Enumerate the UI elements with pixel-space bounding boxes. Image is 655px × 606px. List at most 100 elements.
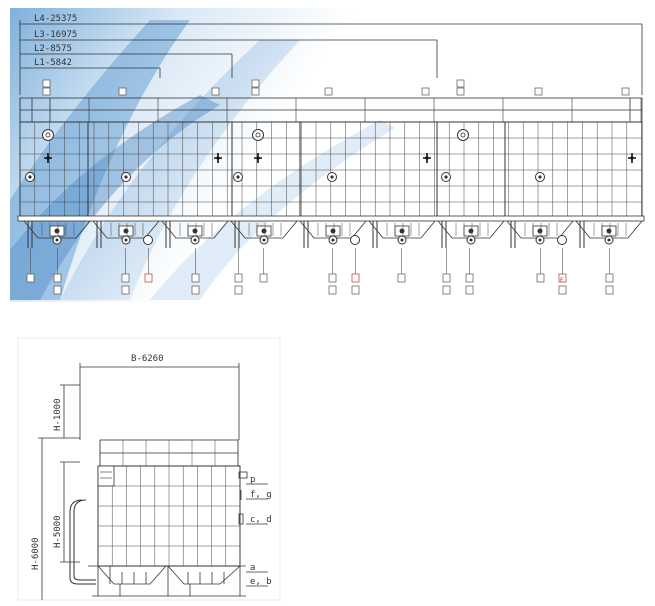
tag-box-secondary bbox=[442, 285, 451, 295]
inspection-port-symbol-inner bbox=[45, 132, 51, 138]
discharge-valve bbox=[606, 228, 612, 234]
hoppers bbox=[23, 220, 643, 248]
tag-box bbox=[259, 273, 268, 283]
discharge-outlet-dot bbox=[124, 238, 128, 242]
height-label-top: H-1000 bbox=[53, 398, 63, 431]
nozzle-symbol-dot bbox=[538, 175, 542, 179]
nozzle-symbol-dot bbox=[330, 175, 334, 179]
tag-box-secondary bbox=[328, 285, 337, 295]
right-markers bbox=[238, 471, 268, 587]
top-tag-box bbox=[621, 87, 630, 96]
marker-label-fg: f, g bbox=[250, 490, 272, 500]
tag-box bbox=[536, 273, 545, 283]
valve-symbol-center bbox=[630, 156, 634, 160]
bottom-rail bbox=[17, 215, 645, 222]
discharge-valve bbox=[537, 228, 543, 234]
top-tag-box bbox=[42, 87, 51, 96]
tag-box bbox=[234, 273, 243, 283]
height-label-body: H-5000 bbox=[53, 515, 63, 548]
inspection-port-symbol bbox=[457, 129, 469, 141]
dimension-label-l1: L1-5842 bbox=[34, 58, 72, 68]
discharge-outlet-dot bbox=[469, 238, 473, 242]
discharge-outlet-dot bbox=[262, 238, 266, 242]
dimension-label-l4: L4-25375 bbox=[34, 14, 77, 24]
top-view-panel: L4-25375 L3-16975 L2-8575 L1-5842 E bbox=[10, 8, 646, 302]
tag-box bbox=[397, 273, 406, 283]
valve-symbol-center bbox=[216, 156, 220, 160]
top-tag-box bbox=[211, 87, 220, 96]
tag-box-secondary bbox=[351, 285, 360, 295]
tag-box-secondary bbox=[53, 285, 62, 295]
top-tag-box bbox=[456, 79, 465, 88]
tag-box-secondary bbox=[234, 285, 243, 295]
discharge-valve bbox=[192, 228, 198, 234]
discharge-outlet-dot bbox=[607, 238, 611, 242]
discharge-outlet-dot bbox=[400, 238, 404, 242]
body-symbols bbox=[25, 129, 636, 182]
tag-box bbox=[351, 273, 360, 283]
dimension-lines bbox=[19, 20, 643, 95]
valve-symbol-center bbox=[425, 156, 429, 160]
nozzle-symbol-dot bbox=[124, 175, 128, 179]
valve-symbol-center bbox=[46, 156, 50, 160]
tag-box bbox=[328, 273, 337, 283]
tag-box-secondary bbox=[465, 285, 474, 295]
tag-box bbox=[605, 273, 614, 283]
inspection-port-symbol bbox=[252, 129, 264, 141]
dimension-label-l2: L2-8575 bbox=[34, 44, 72, 54]
inspection-port-symbol-inner bbox=[255, 132, 261, 138]
top-tag-boxes bbox=[42, 79, 630, 96]
discharge-outlet-dot bbox=[538, 238, 542, 242]
marker-label-a: a bbox=[250, 563, 255, 573]
tag-box-secondary bbox=[558, 285, 567, 295]
filter-body-grid bbox=[19, 122, 642, 218]
marker-label-cd: c, d bbox=[250, 515, 272, 525]
side-pipe bbox=[69, 499, 96, 585]
top-tag-box bbox=[118, 87, 127, 96]
nozzle-symbol-dot bbox=[444, 175, 448, 179]
tag-box bbox=[191, 273, 200, 283]
discharge-valve bbox=[330, 228, 336, 234]
top-tag-box bbox=[42, 79, 51, 88]
top-tag-box bbox=[324, 87, 333, 96]
tag-box bbox=[121, 273, 130, 283]
nozzle-symbol-dot bbox=[236, 175, 240, 179]
tag-box-secondary bbox=[121, 285, 130, 295]
side-body-grid bbox=[97, 466, 241, 566]
side-view-background bbox=[17, 337, 281, 601]
side-view-panel: B-6260 H-6000 H-5000 H-1000 bbox=[17, 337, 281, 601]
top-tag-box bbox=[534, 87, 543, 96]
top-tag-box bbox=[456, 87, 465, 96]
dimension-label-l3: L3-16975 bbox=[34, 30, 77, 40]
tag-box bbox=[442, 273, 451, 283]
discharge-valve bbox=[123, 228, 129, 234]
bypass-outlet bbox=[350, 235, 360, 245]
discharge-valve bbox=[399, 228, 405, 234]
top-tag-box bbox=[251, 79, 260, 88]
height-label-total: H-6000 bbox=[31, 537, 41, 570]
marker-label-eb: e, b bbox=[250, 577, 272, 587]
top-tag-box bbox=[251, 87, 260, 96]
bypass-outlet bbox=[557, 235, 567, 245]
tag-box-secondary bbox=[605, 285, 614, 295]
tag-box bbox=[144, 273, 153, 283]
tag-box bbox=[26, 273, 35, 283]
tag-box-secondary bbox=[191, 285, 200, 295]
tag-red-label: E bbox=[560, 277, 564, 284]
inspection-port-symbol-inner bbox=[460, 132, 466, 138]
width-dimension bbox=[79, 363, 240, 440]
discharge-valve bbox=[468, 228, 474, 234]
inspection-port-symbol bbox=[42, 129, 54, 141]
discharge-valve bbox=[261, 228, 267, 234]
inlet-box bbox=[97, 465, 115, 487]
discharge-outlet-dot bbox=[193, 238, 197, 242]
marker-label-p: p bbox=[250, 475, 255, 485]
nozzle-symbol-dot bbox=[28, 175, 32, 179]
swoosh-shape bbox=[10, 95, 220, 300]
header-dividers bbox=[19, 98, 642, 122]
discharge-outlet-dot bbox=[55, 238, 59, 242]
tag-box bbox=[465, 273, 474, 283]
discharge-valve bbox=[54, 228, 60, 234]
hood-grid bbox=[99, 440, 239, 466]
